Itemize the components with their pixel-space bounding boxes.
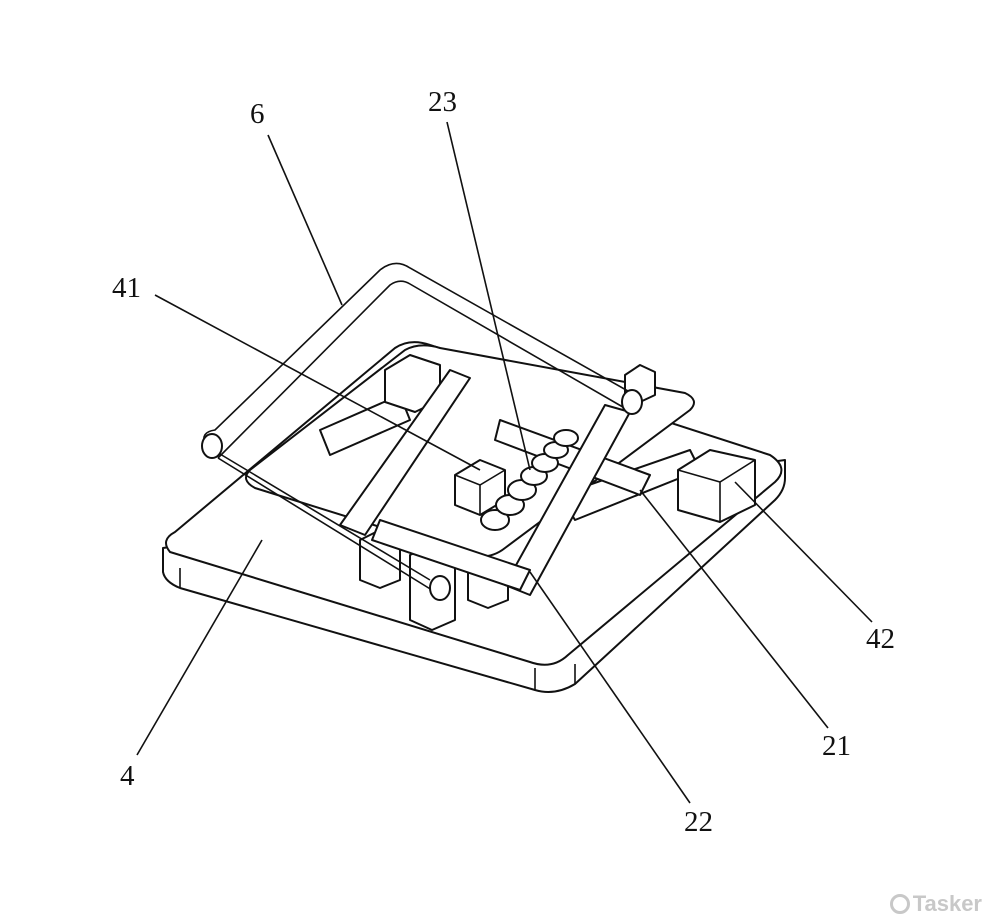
- block-41: [454, 459, 506, 516]
- leader-lines: [136, 121, 873, 804]
- frame-6: [201, 262, 643, 601]
- label-21: 21: [822, 730, 851, 762]
- label-41: 41: [112, 272, 141, 304]
- spring-23: [480, 429, 579, 531]
- leader-6: [267, 134, 343, 306]
- label-22: 22: [684, 806, 713, 838]
- label-23: 23: [428, 86, 457, 118]
- leader-42: [734, 481, 873, 623]
- label-42: 42: [866, 623, 895, 655]
- watermark-text: Tasker: [912, 891, 982, 916]
- tasker-logo-icon: [889, 894, 910, 914]
- leader-41: [154, 294, 481, 471]
- watermark: Tasker: [889, 891, 982, 917]
- label-6: 6: [250, 98, 265, 130]
- leader-22: [529, 571, 691, 804]
- leader-21: [639, 489, 829, 729]
- arms-22: [339, 369, 631, 596]
- block-42: [677, 449, 756, 523]
- label-4: 4: [120, 760, 135, 792]
- leader-4: [136, 539, 263, 756]
- leader-23: [446, 121, 531, 471]
